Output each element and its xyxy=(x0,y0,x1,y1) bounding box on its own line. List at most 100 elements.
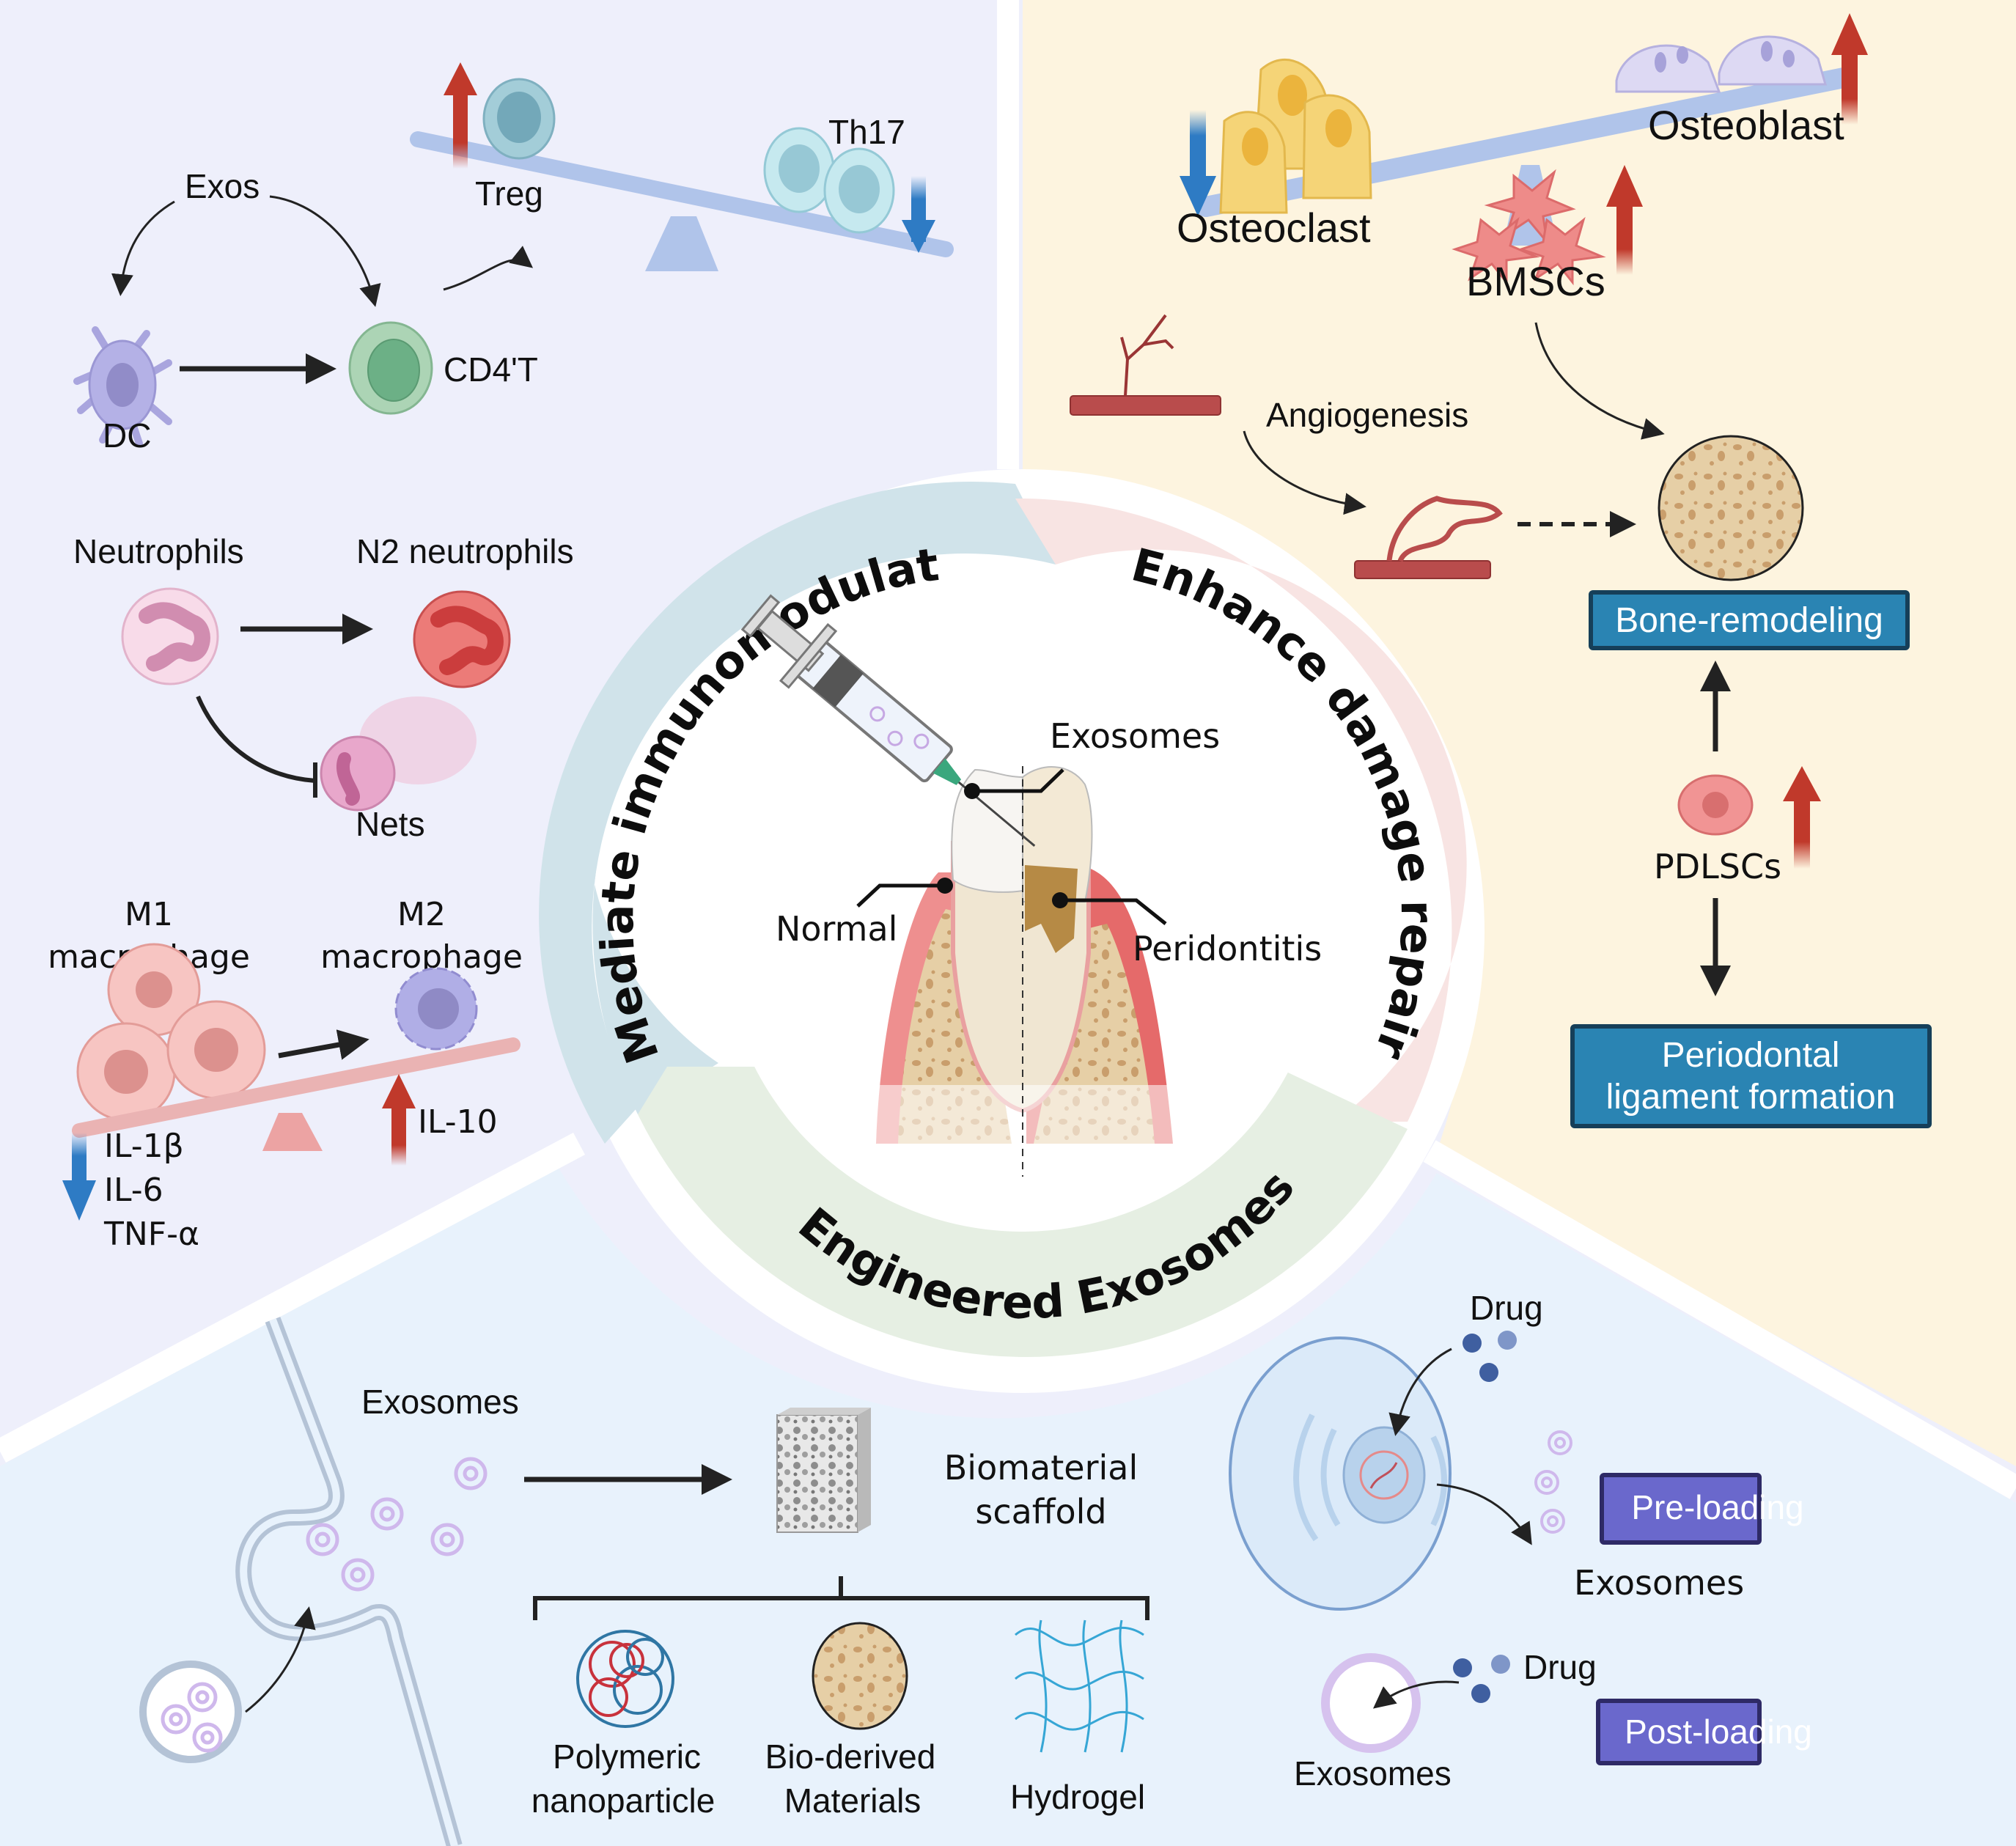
osteoblast-up-arrow-icon xyxy=(1842,51,1858,125)
calculus xyxy=(1025,865,1078,953)
ring-segment-damage-repair xyxy=(1015,498,1467,1122)
label-m1: M1 xyxy=(125,896,173,933)
osteoblast-up-arrow-head xyxy=(1831,13,1868,55)
pdlsc-up-arrow-icon xyxy=(1794,792,1810,869)
callout-periodontitis: Peridontitis xyxy=(1052,892,1322,968)
angiogenesis-section: Angiogenesis xyxy=(1070,314,1636,579)
tooth-illustration: Exosomes Normal Peridontitis xyxy=(740,594,1322,1177)
arrow-exos-to-cd4t xyxy=(269,195,381,307)
label-normal: Normal xyxy=(776,909,897,949)
separator xyxy=(1423,1140,2016,1499)
label-bmscs: BMSCs xyxy=(1466,258,1605,304)
label-m2: M2 xyxy=(397,896,446,933)
label-il6: IL-6 xyxy=(104,1172,163,1209)
label-osteoblast: Osteoblast xyxy=(1648,102,1844,148)
balance-fulcrum-macrophage xyxy=(262,1113,323,1151)
label-n2-neutrophils: N2 neutrophils xyxy=(356,532,574,570)
dendritic-cell-icon xyxy=(73,326,172,447)
treg-up-arrow-icon xyxy=(453,95,468,169)
donor-cell-icon xyxy=(1229,1336,1452,1611)
balance-beam-macrophage xyxy=(72,1037,520,1138)
n2-neutrophil-cell-icon xyxy=(413,590,511,688)
label-angiogenesis: Angiogenesis xyxy=(1266,396,1468,434)
treg-cell-icon xyxy=(482,78,556,160)
label-bone-remodeling: Bone-remodeling xyxy=(1615,601,1883,640)
label-il1b: IL-1β xyxy=(104,1128,184,1165)
drug-molecules-icon xyxy=(1463,1331,1517,1382)
drug-loading-section: Drug Exosomes Pre-loading xyxy=(1229,1289,1812,1792)
osteoclast-down-arrow-head xyxy=(1180,176,1216,216)
callout-normal: Normal xyxy=(776,878,953,949)
bone-tissue-icon xyxy=(1658,435,1804,581)
sprouting-vessel-icon xyxy=(1120,314,1174,397)
polymeric-nanoparticle-icon xyxy=(576,1630,674,1728)
label-pdlscs: PDLSCs xyxy=(1654,847,1781,886)
osteoclast-down-arrow-icon xyxy=(1190,110,1206,183)
exosome-vesicles-icon xyxy=(306,1457,488,1592)
multivesicular-body-icon xyxy=(139,1661,242,1763)
label-m2-macrophage: macrophage xyxy=(320,938,523,976)
arrow-mvb-to-membrane xyxy=(245,1606,316,1713)
label-il10: IL-10 xyxy=(418,1103,498,1141)
pre-loading-box xyxy=(1600,1473,1762,1545)
cytokine-down-arrow-head xyxy=(62,1180,96,1221)
bio-derived-material-icon xyxy=(812,1622,908,1730)
osteoblast-cells-icon xyxy=(1615,35,1827,93)
separator xyxy=(0,1132,585,1463)
label-exos: Exos xyxy=(185,167,260,205)
neutrophil-cell-icon xyxy=(121,587,219,685)
macrophage-section: M1 macrophage M2 macrophage IL-1β IL-6 T… xyxy=(48,896,523,1253)
t-cell-section: Exos DC CD4'T xyxy=(73,62,954,455)
il10-up-arrow-head xyxy=(382,1074,416,1108)
label-nets: Nets xyxy=(356,805,425,843)
blood-vessel-icon xyxy=(1070,395,1221,416)
arrow-drug-into-exosome xyxy=(1372,1680,1460,1709)
bmsc-cells-icon xyxy=(1452,169,1606,286)
remodeling-section: Bone-remodeling PDLSCs Periodontal ligam… xyxy=(1570,435,1932,1128)
osteoclast-cells-icon xyxy=(1219,58,1372,214)
label-materials: Materials xyxy=(784,1781,921,1820)
label-periodontal: Periodontal xyxy=(1662,1036,1840,1075)
loaded-exosomes-icon xyxy=(1534,1430,1572,1534)
hydrogel-icon xyxy=(1015,1619,1144,1753)
label-drug-bottom: Drug xyxy=(1523,1648,1597,1686)
label-osteoclast: Osteoclast xyxy=(1177,205,1371,251)
bone-section: Osteoclast Osteoblast BMSCs xyxy=(1177,13,1868,440)
label-exosomes-pre: Exosomes xyxy=(1574,1563,1744,1603)
syringe-icon xyxy=(740,594,1036,847)
balance-fulcrum xyxy=(645,216,718,271)
arrow-angiogenesis xyxy=(1243,430,1366,515)
label-drug-top: Drug xyxy=(1470,1289,1543,1327)
arrow-bmsc-to-bone xyxy=(1534,322,1665,440)
bmsc-up-arrow-head xyxy=(1606,165,1643,207)
label-neutrophils: Neutrophils xyxy=(73,532,244,570)
neutrophil-section: Neutrophils N2 neutrophils Nets xyxy=(73,532,574,843)
arrow-cell-to-exosomes xyxy=(1436,1483,1532,1545)
label-hydrogel: Hydrogel xyxy=(1010,1778,1145,1816)
il10-up-arrow-icon xyxy=(391,1107,406,1166)
label-exosomes-post: Exosomes xyxy=(1294,1754,1452,1792)
label-pre-loading: Pre-loading xyxy=(1631,1488,1803,1526)
scaffold-icon xyxy=(776,1408,871,1533)
arrow-drug-into-cell xyxy=(1388,1347,1452,1436)
label-post-loading: Post-loading xyxy=(1625,1713,1812,1751)
biomaterial-section: Exosomes Biomaterial scaffold xyxy=(139,1317,1149,1846)
pdlsc-up-arrow-head xyxy=(1783,766,1821,801)
label-nanoparticle: nanoparticle xyxy=(531,1781,715,1820)
th17-cells-icon xyxy=(763,127,895,234)
angiogenic-capillaries xyxy=(1386,496,1503,562)
label-exosomes-secreted: Exosomes xyxy=(361,1383,519,1421)
label-periodontitis: Peridontitis xyxy=(1133,929,1322,968)
label-treg: Treg xyxy=(475,174,543,213)
m2-macrophage-cell-icon xyxy=(394,967,478,1051)
inhibit-arrow-to-nets xyxy=(196,695,316,783)
label-cd4t: CD4'T xyxy=(444,350,538,389)
m1-macrophage-cells-icon xyxy=(76,943,266,1122)
label-tnfa: TNF-α xyxy=(103,1216,199,1253)
label-exosomes-center: Exosomes xyxy=(1050,716,1220,756)
label-ligament-formation: ligament formation xyxy=(1606,1078,1896,1117)
th17-down-arrow-head xyxy=(902,220,935,253)
label-dc: DC xyxy=(103,416,151,455)
post-loading-box xyxy=(1596,1699,1762,1765)
pdlsc-cell-icon xyxy=(1677,774,1754,836)
